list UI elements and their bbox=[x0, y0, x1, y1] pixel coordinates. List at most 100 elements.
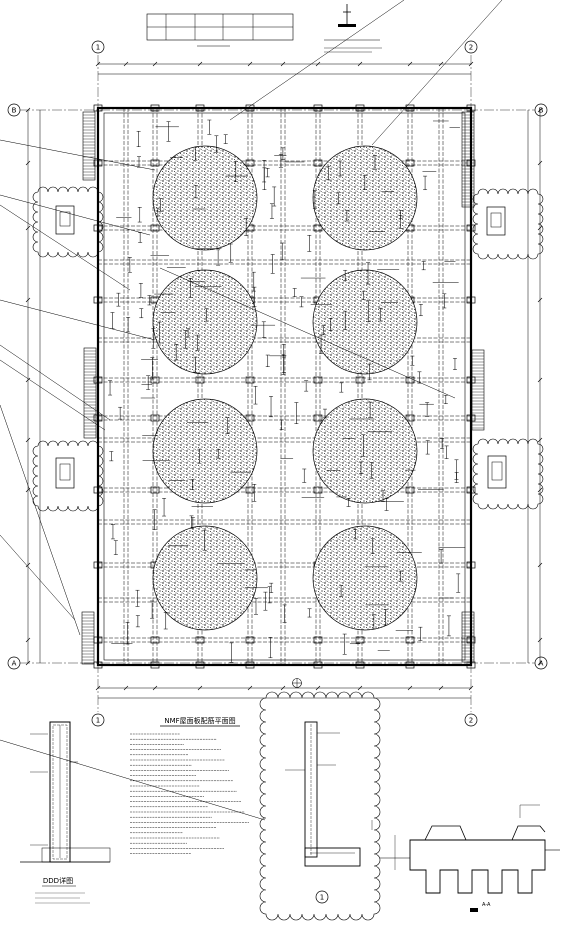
column-block bbox=[150, 159, 160, 167]
column-block bbox=[195, 104, 205, 112]
svg-text:1: 1 bbox=[320, 894, 324, 902]
dim-tick bbox=[315, 61, 321, 67]
column-block bbox=[93, 104, 103, 112]
column-block bbox=[150, 414, 160, 422]
column-block bbox=[195, 661, 205, 669]
column-block bbox=[405, 661, 415, 669]
dimension-lines bbox=[25, 61, 543, 699]
column-block bbox=[93, 296, 103, 304]
dim-tick bbox=[25, 637, 31, 643]
column-block bbox=[466, 104, 476, 112]
dim-tick bbox=[25, 225, 31, 231]
stair-left-mid bbox=[83, 347, 97, 439]
svg-text:1: 1 bbox=[96, 717, 100, 725]
column-block bbox=[313, 661, 323, 669]
aa-section: A-A bbox=[371, 804, 560, 912]
revision-cloud-left-upper bbox=[32, 186, 104, 258]
svg-text:A: A bbox=[12, 660, 17, 668]
dim-tick bbox=[25, 297, 31, 303]
notes-block: NMF屋面板配筋平面图 bbox=[130, 716, 249, 854]
dim-tick bbox=[123, 685, 129, 691]
dim-tick bbox=[95, 685, 101, 691]
tank-zone bbox=[312, 145, 418, 251]
dim-tick bbox=[438, 685, 444, 691]
dim-tick bbox=[468, 61, 474, 67]
legend-table bbox=[146, 13, 294, 47]
column-block bbox=[245, 486, 255, 494]
dim-tick bbox=[25, 437, 31, 443]
stair-right-bottom bbox=[461, 611, 475, 663]
dim-tick bbox=[25, 562, 31, 568]
column-block bbox=[405, 159, 415, 167]
column-block bbox=[93, 376, 103, 384]
tank-zone bbox=[152, 269, 258, 375]
column-block bbox=[313, 636, 323, 644]
column-block bbox=[150, 104, 160, 112]
ddd-detail: DDD详图 bbox=[20, 721, 111, 904]
svg-text:2: 2 bbox=[469, 44, 473, 52]
column-block bbox=[355, 104, 365, 112]
column-block bbox=[466, 224, 476, 232]
column-block bbox=[313, 376, 323, 384]
dim-tick bbox=[537, 377, 543, 383]
dim-tick bbox=[537, 225, 543, 231]
dim-tick bbox=[537, 297, 543, 303]
tank-zone bbox=[312, 398, 418, 504]
stair-right-mid bbox=[471, 349, 485, 431]
slab-outline bbox=[96, 106, 473, 667]
tank-zone bbox=[312, 269, 418, 375]
rebar-marks bbox=[108, 119, 466, 663]
column-block bbox=[466, 561, 476, 569]
column-block bbox=[150, 486, 160, 494]
plan-title: NMF屋面板配筋平面图 bbox=[164, 716, 235, 725]
anchor-detail bbox=[324, 4, 382, 53]
leader-lines bbox=[0, 0, 503, 821]
dim-tick bbox=[25, 660, 31, 666]
column-block bbox=[150, 661, 160, 669]
svg-text:B: B bbox=[12, 107, 17, 115]
dim-tick bbox=[152, 685, 158, 691]
column-block bbox=[245, 104, 255, 112]
grid-bubble-col-1-top: 1 bbox=[91, 40, 105, 54]
grid-bubble-col-1-bottom: 1 bbox=[91, 713, 105, 727]
tank-zone bbox=[312, 525, 418, 631]
dim-tick bbox=[25, 107, 31, 113]
stair-left-top bbox=[82, 111, 96, 181]
dim-tick bbox=[357, 61, 363, 67]
column-block bbox=[466, 636, 476, 644]
column-block bbox=[405, 414, 415, 422]
column-block bbox=[93, 661, 103, 669]
column-block bbox=[405, 104, 415, 112]
tank-zones bbox=[152, 145, 418, 631]
svg-text:2: 2 bbox=[469, 717, 473, 725]
dim-tick bbox=[537, 437, 543, 443]
dim-tick bbox=[280, 685, 286, 691]
dim-tick bbox=[537, 660, 543, 666]
section-bubble-1: 1 bbox=[315, 890, 329, 904]
dim-tick bbox=[123, 61, 129, 67]
column-blocks bbox=[93, 104, 476, 669]
dim-tick bbox=[537, 562, 543, 568]
column-block bbox=[466, 414, 476, 422]
column-block bbox=[245, 661, 255, 669]
dim-tick bbox=[468, 685, 474, 691]
tank-zone bbox=[152, 145, 258, 251]
grid-bubble-col-2-bottom: 2 bbox=[464, 713, 478, 727]
dim-tick bbox=[407, 685, 413, 691]
revision-cloud-right-lower bbox=[472, 438, 544, 510]
column-block bbox=[313, 486, 323, 494]
dim-tick bbox=[407, 61, 413, 67]
grid-bubble-row-b-left: B bbox=[7, 103, 21, 117]
column-block bbox=[466, 486, 476, 494]
dim-tick bbox=[95, 61, 101, 67]
column-block bbox=[313, 224, 323, 232]
column-block bbox=[355, 636, 365, 644]
column-block bbox=[405, 486, 415, 494]
column-block bbox=[245, 159, 255, 167]
center-marker bbox=[292, 678, 302, 688]
ddd-detail-title: DDD详图 bbox=[43, 876, 73, 885]
column-block bbox=[93, 414, 103, 422]
column-block bbox=[355, 376, 365, 384]
